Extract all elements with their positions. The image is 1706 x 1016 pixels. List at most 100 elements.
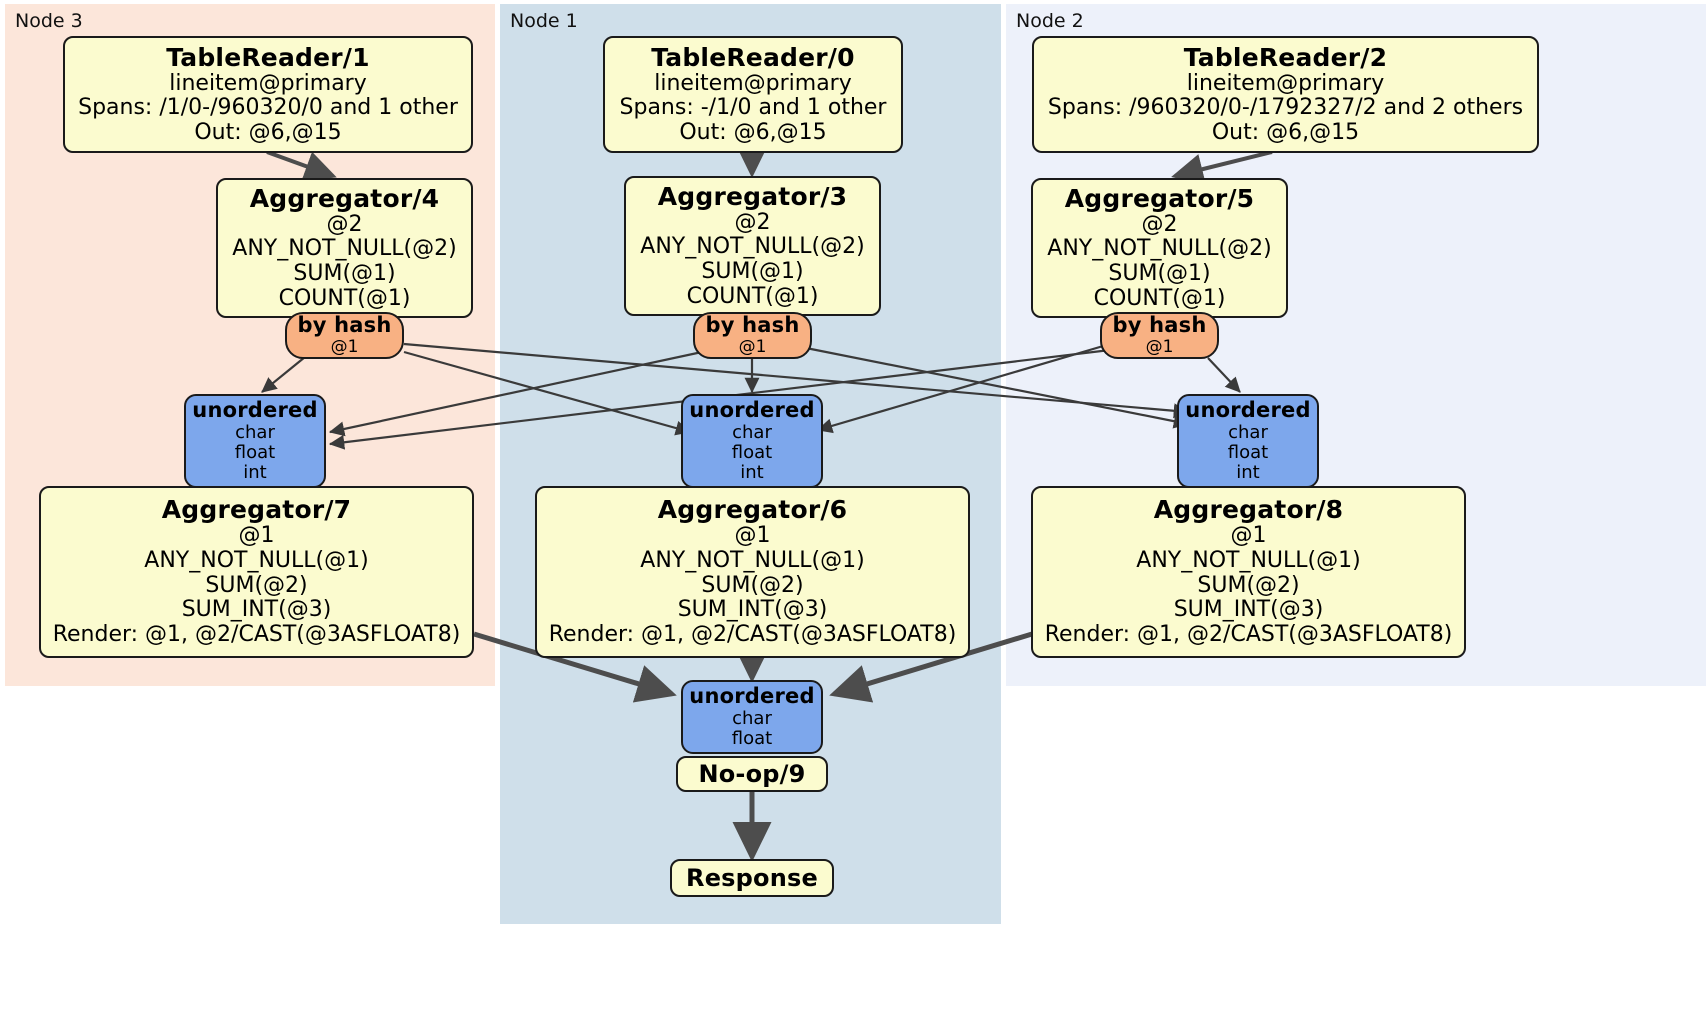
by-hash-node3-title: by hash (297, 313, 392, 338)
aggregator-5-title: Aggregator/5 (1064, 183, 1255, 213)
router-by-hash-node1[interactable]: by hash @1 (693, 312, 812, 359)
panel-node-2-label: Node 2 (1016, 10, 1084, 32)
tablereader-1-source: lineitem@primary (169, 70, 367, 96)
unordered-node1-type-1: char (732, 421, 772, 443)
aggregator-5-agg-2: SUM(@1) (1108, 261, 1211, 286)
aggregator-5-group: @2 (1141, 211, 1178, 237)
unordered-node2-type-1: char (1228, 421, 1268, 443)
processor-tablereader-1[interactable]: TableReader/1 lineitem@primary Spans: /1… (63, 36, 473, 153)
tablereader-1-out: Out: @6,@15 (194, 119, 342, 145)
aggregator-6-render: Render: @1, @2/CAST(@3ASFLOAT8) (548, 621, 957, 647)
by-hash-node2-title: by hash (1112, 313, 1207, 338)
aggregator-4-agg-3: COUNT(@1) (278, 285, 411, 311)
aggregator-8-title: Aggregator/8 (1153, 495, 1344, 525)
unordered-node1-title: unordered (689, 398, 815, 422)
no-op-9-title: No-op/9 (698, 759, 806, 788)
aggregator-8-agg-3: SUM_INT(@3) (1173, 597, 1324, 623)
aggregator-8-group: @1 (1230, 523, 1267, 549)
aggregator-7-title: Aggregator/7 (161, 495, 352, 525)
tablereader-0-out: Out: @6,@15 (679, 119, 827, 145)
edge-hash3-unord8 (805, 346, 1190, 429)
unordered-node3-type-1: char (235, 421, 275, 443)
unordered-node2-type-3: int (1236, 461, 1260, 483)
unordered-node2-title: unordered (1185, 398, 1311, 422)
router-by-hash-node2[interactable]: by hash @1 (1100, 312, 1219, 359)
final-merge-title: unordered (689, 684, 815, 709)
tablereader-2-title: TableReader/2 (1183, 42, 1388, 72)
processor-aggregator-6[interactable]: Aggregator/6 @1 ANY_NOT_NULL(@1) SUM(@2)… (535, 486, 970, 658)
edge-hash5-unord6 (816, 342, 1111, 434)
final-merge-type-2: float (731, 727, 773, 749)
aggregator-8-render: Render: @1, @2/CAST(@3ASFLOAT8) (1044, 621, 1453, 647)
aggregator-6-agg-3: SUM_INT(@3) (677, 597, 828, 623)
tablereader-0-spans: Spans: -/1/0 and 1 other (619, 95, 887, 121)
synchronizer-final-merge[interactable]: unordered char float (681, 680, 823, 754)
edge-tr2-agg5 (1171, 150, 1273, 185)
aggregator-7-agg-3: SUM_INT(@3) (181, 597, 332, 623)
panel-node-3-label: Node 3 (15, 10, 83, 32)
aggregator-6-agg-2: SUM(@2) (701, 572, 804, 598)
by-hash-node2-column: @1 (1145, 336, 1174, 357)
aggregator-4-group: @2 (326, 211, 363, 237)
aggregator-3-agg-3: COUNT(@1) (686, 283, 819, 309)
processor-tablereader-2[interactable]: TableReader/2 lineitem@primary Spans: /9… (1032, 36, 1539, 153)
processor-aggregator-3[interactable]: Aggregator/3 @2 ANY_NOT_NULL(@2) SUM(@1)… (624, 176, 881, 316)
aggregator-3-title: Aggregator/3 (657, 181, 848, 211)
synchronizer-unordered-node2[interactable]: unordered char float int (1177, 394, 1319, 488)
by-hash-node3-column: @1 (330, 336, 359, 357)
unordered-node2-type-2: float (1227, 441, 1269, 463)
edge-hash4-unord7 (261, 356, 306, 393)
tablereader-2-source: lineitem@primary (1186, 70, 1385, 96)
aggregator-5-agg-3: COUNT(@1) (1093, 285, 1226, 311)
processor-response[interactable]: Response (670, 859, 834, 897)
tablereader-0-source: lineitem@primary (654, 70, 852, 96)
edge-agg7-merge (473, 631, 677, 703)
tablereader-2-out: Out: @6,@15 (1211, 119, 1360, 145)
aggregator-4-title: Aggregator/4 (249, 183, 440, 213)
aggregator-4-agg-2: SUM(@1) (293, 261, 396, 286)
aggregator-3-group: @2 (734, 209, 771, 235)
tablereader-1-title: TableReader/1 (166, 42, 370, 72)
by-hash-node1-title: by hash (705, 313, 800, 338)
aggregator-3-agg-2: SUM(@1) (701, 259, 804, 284)
response-title: Response (686, 863, 818, 892)
edge-hash4-unord8 (403, 342, 1190, 419)
unordered-node3-type-3: int (243, 461, 267, 483)
aggregator-8-agg-2: SUM(@2) (1197, 572, 1300, 598)
edge-hash5-unord8 (1207, 357, 1241, 393)
unordered-node1-type-2: float (731, 441, 773, 463)
tablereader-1-spans: Spans: /1/0-/960320/0 and 1 other (78, 95, 458, 121)
edge-hash4-unord6 (403, 350, 692, 436)
final-merge-type-1: char (732, 707, 772, 729)
processor-tablereader-0[interactable]: TableReader/0 lineitem@primary Spans: -/… (603, 36, 903, 153)
processor-aggregator-7[interactable]: Aggregator/7 @1 ANY_NOT_NULL(@1) SUM(@2)… (39, 486, 474, 658)
aggregator-8-agg-1: ANY_NOT_NULL(@1) (1136, 548, 1361, 574)
synchronizer-unordered-node3[interactable]: unordered char float int (184, 394, 326, 488)
edge-hash3-unord7 (328, 350, 703, 437)
edge-agg8-merge (829, 631, 1033, 703)
tablereader-0-title: TableReader/0 (651, 42, 855, 72)
tablereader-2-spans: Spans: /960320/0-/1792327/2 and 2 others (1047, 95, 1524, 121)
aggregator-7-agg-1: ANY_NOT_NULL(@1) (144, 548, 369, 574)
aggregator-6-agg-1: ANY_NOT_NULL(@1) (640, 548, 865, 574)
aggregator-7-group: @1 (238, 523, 275, 549)
processor-no-op-9[interactable]: No-op/9 (676, 756, 828, 792)
aggregator-5-agg-1: ANY_NOT_NULL(@2) (1047, 236, 1272, 262)
processor-aggregator-8[interactable]: Aggregator/8 @1 ANY_NOT_NULL(@1) SUM(@2)… (1031, 486, 1466, 658)
aggregator-7-agg-2: SUM(@2) (205, 572, 308, 598)
processor-aggregator-5[interactable]: Aggregator/5 @2 ANY_NOT_NULL(@2) SUM(@1)… (1031, 178, 1288, 318)
aggregator-6-group: @1 (734, 523, 771, 549)
unordered-node3-title: unordered (192, 398, 318, 422)
aggregator-6-title: Aggregator/6 (657, 495, 848, 525)
panel-node-1-label: Node 1 (510, 10, 578, 32)
aggregator-4-agg-1: ANY_NOT_NULL(@2) (232, 236, 457, 262)
edge-tr1-agg4 (266, 150, 337, 182)
processor-aggregator-4[interactable]: Aggregator/4 @2 ANY_NOT_NULL(@2) SUM(@1)… (216, 178, 473, 318)
by-hash-node1-column: @1 (738, 336, 767, 357)
unordered-node3-type-2: float (234, 441, 276, 463)
router-by-hash-node3[interactable]: by hash @1 (285, 312, 404, 359)
aggregator-7-render: Render: @1, @2/CAST(@3ASFLOAT8) (52, 621, 461, 647)
synchronizer-unordered-node1[interactable]: unordered char float int (681, 394, 823, 488)
